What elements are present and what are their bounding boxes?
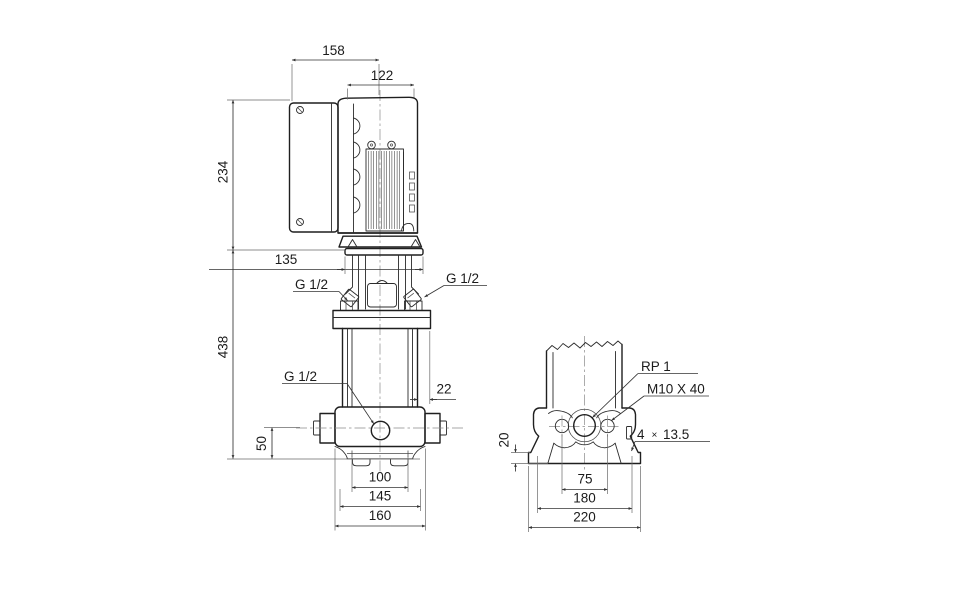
terminal-box-screw-icon — [296, 218, 304, 226]
vent-slots — [409, 171, 415, 213]
dim-220: 220 — [528, 466, 641, 532]
label-rp1: RP 1 — [592, 359, 698, 418]
side-lug — [626, 426, 633, 440]
dim-foot-height-text: 20 — [497, 432, 512, 447]
dim-bolt-spacing-text: 75 — [577, 472, 592, 487]
pump-sleeve — [341, 327, 419, 408]
dim-50: 50 — [254, 427, 300, 459]
pump-head — [332, 300, 432, 330]
plug-right — [403, 288, 422, 308]
fin-screw-icon — [367, 140, 376, 150]
holes-count-label: 4 — [637, 427, 645, 442]
motor-body — [337, 96, 419, 234]
label-holes: 4 × 13.5 — [631, 427, 710, 452]
dim-100: 100 — [351, 456, 409, 492]
dim-terminal-depth-text: 158 — [322, 43, 345, 58]
terminal-box — [288, 102, 339, 233]
motor-stool — [344, 247, 424, 310]
label-plug-right: G 1/2 — [424, 271, 487, 298]
dim-motor-height-text: 234 — [216, 160, 231, 183]
label-plug-left: G 1/2 — [293, 277, 348, 301]
dim-122: 122 — [347, 68, 415, 100]
dim-180: 180 — [537, 456, 633, 513]
cable-gland-bumps — [353, 117, 361, 214]
break-line — [546, 340, 623, 352]
dim-stool-width-text: 135 — [275, 252, 298, 267]
dim-20: 20 — [497, 432, 548, 472]
dim-base-outer-text: 160 — [369, 508, 392, 523]
motor-flange — [337, 232, 423, 248]
dim-hole-spacing-text: 180 — [573, 491, 596, 506]
holes-size-label: 13.5 — [663, 427, 689, 442]
dim-base-mid-text: 145 — [369, 489, 392, 504]
plug-right-label: G 1/2 — [446, 271, 479, 286]
dim-pump-height-text: 438 — [216, 336, 231, 359]
dim-145: 145 — [339, 489, 421, 511]
dim-75: 75 — [561, 434, 608, 494]
bolt-spec-label: M10 X 40 — [647, 382, 705, 397]
dim-234: 234 — [216, 99, 345, 251]
label-m10x40: M10 X 40 — [611, 382, 709, 421]
dim-135: 135 — [209, 252, 424, 274]
dim-motor-width-text: 122 — [371, 68, 394, 83]
dim-160: 160 — [334, 448, 426, 531]
drain-plug — [370, 420, 391, 441]
fin-screw-icon — [387, 140, 396, 150]
port-thread-label: RP 1 — [641, 359, 671, 374]
coupling-cover — [367, 283, 397, 308]
dim-22: 22 — [410, 331, 456, 404]
dim-438: 438 — [216, 249, 420, 460]
drain-label: G 1/2 — [284, 369, 317, 384]
terminal-box-screw-icon — [296, 106, 304, 114]
holes-mult-label: × — [652, 430, 658, 441]
dim-port-height-text: 50 — [254, 436, 269, 451]
front-view: 158 122 234 438 135 22 — [209, 43, 487, 531]
dim-158: 158 — [291, 43, 380, 101]
motor-fins — [365, 140, 415, 232]
base-body — [527, 407, 642, 465]
pipe-column — [545, 340, 623, 409]
plug-left — [340, 288, 360, 308]
label-drain: G 1/2 — [282, 369, 375, 425]
pump-base — [296, 406, 465, 467]
dim-flange-offset-text: 22 — [436, 382, 451, 397]
plug-left-label: G 1/2 — [295, 277, 328, 292]
dim-overall-width-text: 220 — [573, 510, 596, 525]
rp1-port — [573, 414, 597, 438]
dim-base-inner-text: 100 — [369, 470, 392, 485]
base-view: 20 75 180 220 RP 1 M10 X 40 — [497, 336, 710, 532]
